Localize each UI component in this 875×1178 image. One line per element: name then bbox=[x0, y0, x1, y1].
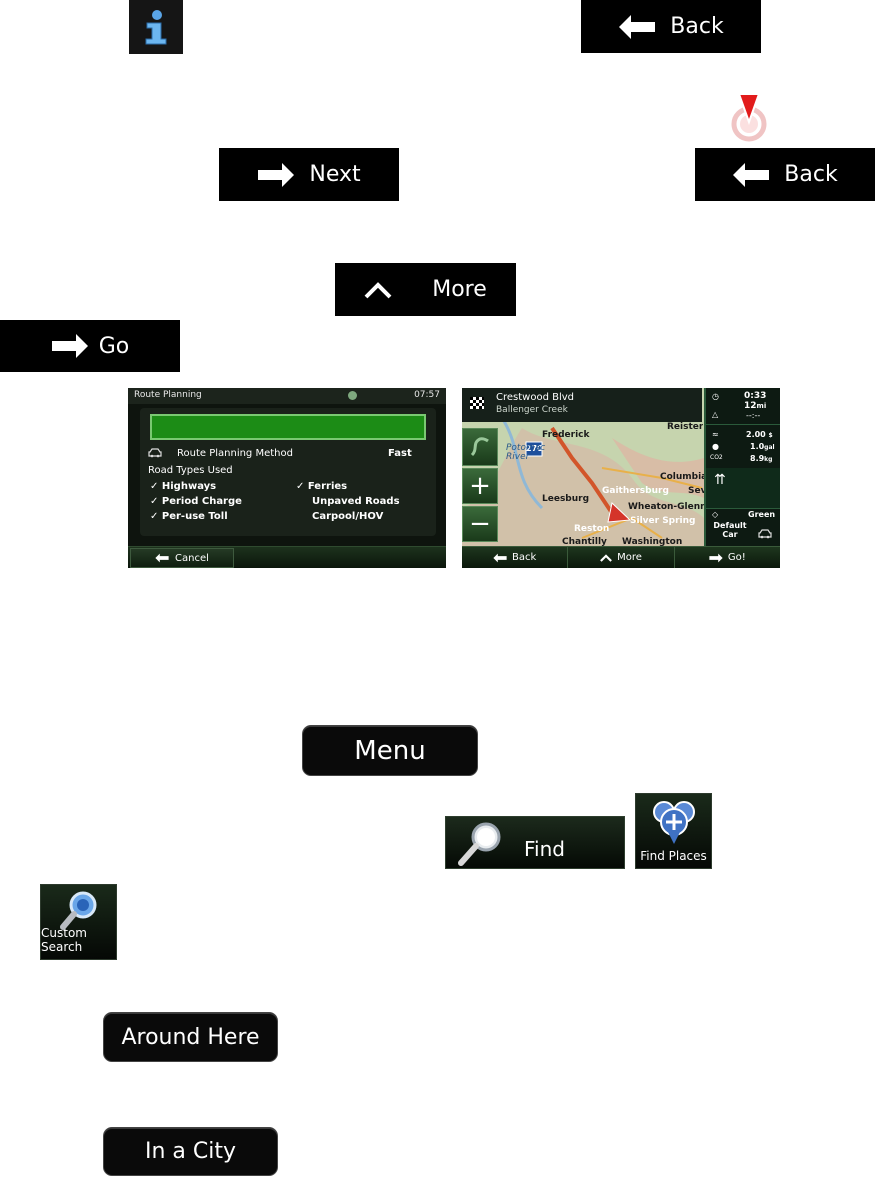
highway-icon: ⇈ bbox=[714, 472, 726, 488]
map-place-label: Washington bbox=[622, 537, 683, 547]
back-button-label: Back bbox=[784, 162, 838, 187]
road-type-item: Carpool/HOV bbox=[312, 511, 384, 522]
find-button[interactable]: Find bbox=[445, 816, 625, 869]
find-button-label: Find bbox=[524, 837, 565, 861]
route-overview-icon bbox=[470, 437, 489, 457]
chevron-up-icon bbox=[364, 281, 392, 298]
car-icon bbox=[758, 524, 772, 543]
map-place-label: Leesburg bbox=[542, 494, 590, 504]
distance-value: 12mi bbox=[744, 401, 767, 411]
zoom-out-button[interactable]: − bbox=[462, 506, 498, 542]
clock-icon: ◷ bbox=[712, 392, 719, 401]
in-a-city-label: In a City bbox=[144, 1139, 237, 1164]
arrival-icon: △ bbox=[712, 410, 719, 419]
co2-value: 8.9kg bbox=[750, 454, 773, 463]
around-here-button[interactable]: Around Here bbox=[103, 1012, 278, 1062]
cancel-button[interactable]: Cancel bbox=[130, 548, 234, 568]
find-places-label: Find Places bbox=[640, 849, 707, 863]
eco-icon: ◇ bbox=[712, 510, 719, 519]
arrow-left-icon bbox=[619, 14, 656, 39]
custom-search-tile[interactable]: Custom Search bbox=[40, 884, 117, 960]
arrow-left-icon bbox=[493, 553, 507, 562]
map-more-button[interactable]: More bbox=[568, 547, 675, 568]
fuel-icon: ● bbox=[712, 442, 719, 451]
road-type-item: ✓ Ferries bbox=[296, 481, 348, 492]
in-a-city-button[interactable]: In a City bbox=[103, 1127, 278, 1176]
map-place-label: Frederick bbox=[542, 430, 590, 440]
chevron-up-icon bbox=[600, 553, 612, 562]
more-button[interactable]: More bbox=[335, 263, 516, 316]
menu-button[interactable]: Menu bbox=[302, 725, 478, 776]
next-button[interactable]: Next bbox=[219, 148, 399, 201]
menu-button-label: Menu bbox=[354, 735, 426, 766]
road-type-item: ✓ Period Charge bbox=[150, 496, 242, 507]
gps-icon bbox=[348, 391, 357, 400]
map-back-button[interactable]: Back bbox=[462, 547, 569, 568]
map-place-label: Reston bbox=[574, 524, 610, 534]
map-toolbar: Back More Go! bbox=[462, 546, 780, 568]
screen-title: Route Planning bbox=[134, 390, 202, 400]
info-icon[interactable] bbox=[129, 0, 183, 54]
street-banner: Crestwood Blvd Ballenger Creek bbox=[462, 388, 702, 422]
trip-info-panel[interactable]: ◷ 0:33 12mi △ --:-- ≈ 2.00 $ ● 1.0gal CO… bbox=[704, 388, 780, 546]
arrow-right-icon bbox=[258, 162, 295, 187]
clock: 07:57 bbox=[414, 390, 440, 400]
map-place-label: Reisterstown bbox=[667, 422, 703, 432]
view-mode-button[interactable] bbox=[462, 428, 498, 466]
map-place-label: Gaithersburg bbox=[602, 486, 669, 496]
plus-icon: + bbox=[469, 471, 491, 501]
places-pins-icon bbox=[653, 801, 695, 844]
road-types-label: Road Types Used bbox=[148, 465, 233, 476]
find-places-tile[interactable]: Find Places bbox=[635, 793, 712, 869]
arrow-right-icon bbox=[709, 553, 723, 562]
arrow-left-icon bbox=[155, 553, 169, 563]
road-type-item: ✓ Highways bbox=[150, 481, 217, 492]
arrow-right-icon bbox=[51, 334, 88, 358]
map-place-label: Chantilly bbox=[562, 537, 607, 547]
route-planning-screen: Route Planning 07:57 Route Planning Meth… bbox=[128, 388, 446, 568]
map-place-label: Columbia bbox=[660, 472, 704, 482]
arrow-left-icon bbox=[733, 162, 770, 187]
road-type-item: ✓ Per-use Toll bbox=[150, 511, 228, 522]
magnifier-icon bbox=[458, 822, 501, 866]
more-button-label: More bbox=[432, 277, 487, 302]
road-type-item: Unpaved Roads bbox=[312, 496, 400, 507]
map-place-label: Severn bbox=[688, 486, 704, 496]
search-icon bbox=[60, 891, 97, 930]
area-name: Ballenger Creek bbox=[496, 405, 568, 415]
fuel-value: 1.0gal bbox=[750, 442, 775, 451]
back-button[interactable]: Back bbox=[581, 0, 761, 53]
eco-value: Green bbox=[748, 510, 776, 519]
next-button-label: Next bbox=[309, 162, 361, 187]
method-label: Route Planning Method bbox=[177, 448, 293, 459]
go-button-label: Go bbox=[98, 333, 130, 359]
vehicle-profile: Default Car bbox=[713, 521, 747, 539]
checkered-flag-icon bbox=[470, 397, 484, 409]
map-place-label: Potomac River bbox=[506, 443, 546, 462]
lane-area bbox=[706, 468, 780, 508]
cost-icon: ≈ bbox=[712, 430, 719, 439]
destination-pin-icon bbox=[726, 92, 772, 142]
cost-value: 2.00 $ bbox=[746, 430, 773, 439]
go-button[interactable]: Go bbox=[0, 320, 180, 372]
back-button-label: Back bbox=[670, 14, 724, 39]
custom-search-label: Custom Search bbox=[41, 926, 87, 954]
back-button-2[interactable]: Back bbox=[695, 148, 875, 201]
street-name: Crestwood Blvd bbox=[496, 392, 575, 403]
arrival-value: --:-- bbox=[746, 411, 761, 420]
map-place-label: Wheaton-Glenmont bbox=[628, 502, 704, 512]
zoom-in-button[interactable]: + bbox=[462, 468, 498, 504]
map-place-label: Silver Spring bbox=[630, 516, 696, 526]
status-bar: Route Planning 07:57 bbox=[128, 388, 446, 404]
map-screen: 270 Frederick Potomac River Reisterstown… bbox=[462, 388, 780, 568]
minus-icon: − bbox=[469, 509, 491, 539]
progress-bar bbox=[150, 414, 426, 440]
route-shield: 270 bbox=[526, 444, 543, 453]
method-value: Fast bbox=[388, 448, 412, 459]
co2-label: CO2 bbox=[710, 454, 723, 461]
car-icon bbox=[148, 448, 162, 461]
eta-value: 0:33 bbox=[744, 391, 767, 401]
around-here-label: Around Here bbox=[121, 1024, 260, 1050]
map-go-button[interactable]: Go! bbox=[675, 547, 780, 568]
